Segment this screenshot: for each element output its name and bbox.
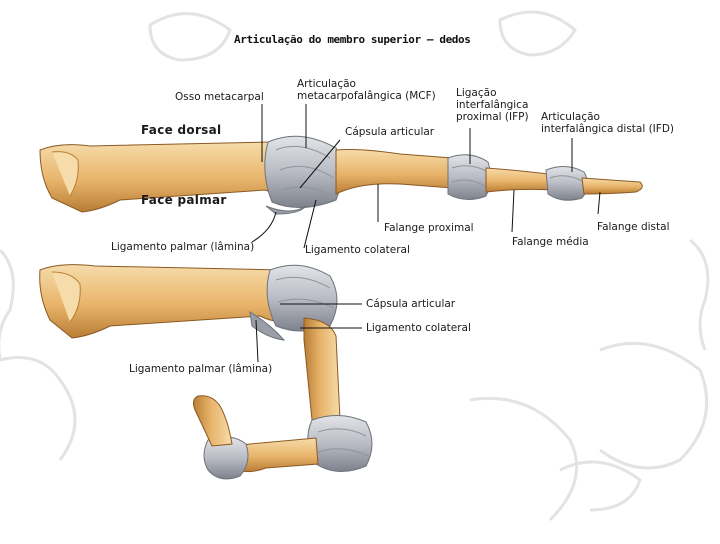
flexed-finger bbox=[39, 264, 373, 480]
label-ligacao-ifp: Ligação interfalângica proximal (IFP) bbox=[456, 87, 529, 123]
label-articulacao-mcf: Articulação metacarpofalângica (MCF) bbox=[297, 78, 436, 102]
label-osso-metacarpal: Osso metacarpal bbox=[175, 91, 264, 103]
leader-lines bbox=[251, 104, 601, 363]
middle-phalanx bbox=[485, 167, 553, 193]
distal-phalanx-flexed bbox=[192, 395, 233, 447]
background-watermark bbox=[0, 10, 710, 522]
pip-capsule bbox=[447, 154, 492, 200]
extended-finger bbox=[39, 135, 643, 215]
label-falange-proximal: Falange proximal bbox=[384, 222, 474, 234]
label-ligamento-colateral-top: Ligamento colateral bbox=[305, 244, 410, 256]
label-falange-media: Falange média bbox=[512, 236, 589, 248]
dip-capsule bbox=[545, 166, 588, 201]
label-articulacao-ifd: Articulação interfalângica distal (IFD) bbox=[541, 111, 675, 135]
proximal-phalanx bbox=[335, 149, 453, 195]
diagram-title: Articulação do membro superior – dedos bbox=[234, 33, 471, 46]
label-capsula-articular-top: Cápsula articular bbox=[345, 126, 435, 138]
distal-phalanx bbox=[581, 177, 643, 195]
mcf-capsule-flexed bbox=[266, 264, 338, 332]
label-face-palmar: Face palmar bbox=[141, 193, 227, 207]
palmar-plate-flexed bbox=[249, 311, 286, 341]
label-capsula-articular-bottom: Cápsula articular bbox=[366, 298, 456, 310]
label-ligamento-palmar-bottom: Ligamento palmar (lâmina) bbox=[129, 363, 273, 375]
label-falange-distal: Falange distal bbox=[597, 221, 670, 233]
label-face-dorsal: Face dorsal bbox=[141, 123, 222, 137]
label-ligamento-colateral-bottom: Ligamento colateral bbox=[366, 322, 471, 334]
dip-capsule-flexed bbox=[203, 436, 249, 480]
label-ligamento-palmar-top: Ligamento palmar (lâmina) bbox=[111, 241, 255, 253]
